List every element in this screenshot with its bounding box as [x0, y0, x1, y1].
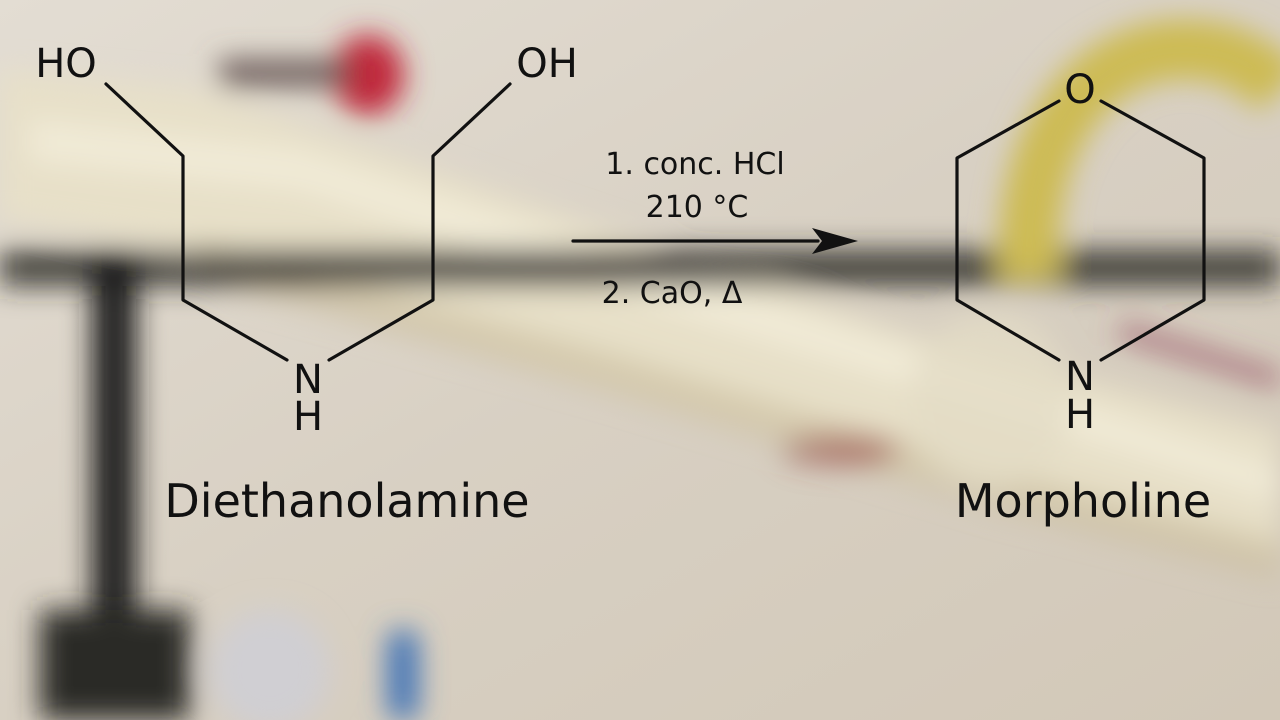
condition-step1-line2: 210 °C: [646, 190, 749, 225]
condition-step2: 2. CaO, Δ: [602, 276, 743, 311]
red-knob: [332, 35, 404, 115]
maroon-tube: [1117, 322, 1280, 388]
product-o-label: O: [1064, 67, 1095, 113]
morpholine-structure: O N H: [955, 67, 1206, 438]
reactant-h-label: H: [293, 394, 323, 440]
reactant-right-arm-bonds: [327, 82, 512, 362]
arrow-head: [812, 228, 858, 254]
diethanolamine-structure: HO OH N H: [35, 41, 578, 440]
product-h-label: H: [1065, 392, 1095, 438]
reactant-ho-label: HO: [35, 41, 97, 87]
product-ring-bonds: [955, 99, 1206, 362]
glass-tube-highlight: [30, 120, 1280, 500]
yellow-tubing: [998, 19, 1280, 283]
product-name: Morpholine: [955, 474, 1211, 528]
clamp: [40, 610, 190, 720]
round-flask: [210, 610, 330, 720]
condition-step1-line1: 1. conc. HCl: [605, 147, 784, 182]
horizontal-rod: [0, 250, 1280, 286]
reactant-oh-label: OH: [516, 41, 578, 87]
red-residue: [780, 434, 900, 466]
product-n-label: N: [1065, 354, 1095, 400]
knob-stem: [220, 60, 350, 86]
blue-cap: [388, 630, 418, 720]
reaction-arrow: [571, 228, 858, 254]
reactant-name: Diethanolamine: [164, 474, 529, 528]
glass-tube-shadow: [200, 240, 1280, 580]
reactant-n-label: N: [293, 357, 323, 403]
reactant-left-arm-bonds: [104, 82, 289, 362]
glass-joint: [910, 310, 1070, 490]
